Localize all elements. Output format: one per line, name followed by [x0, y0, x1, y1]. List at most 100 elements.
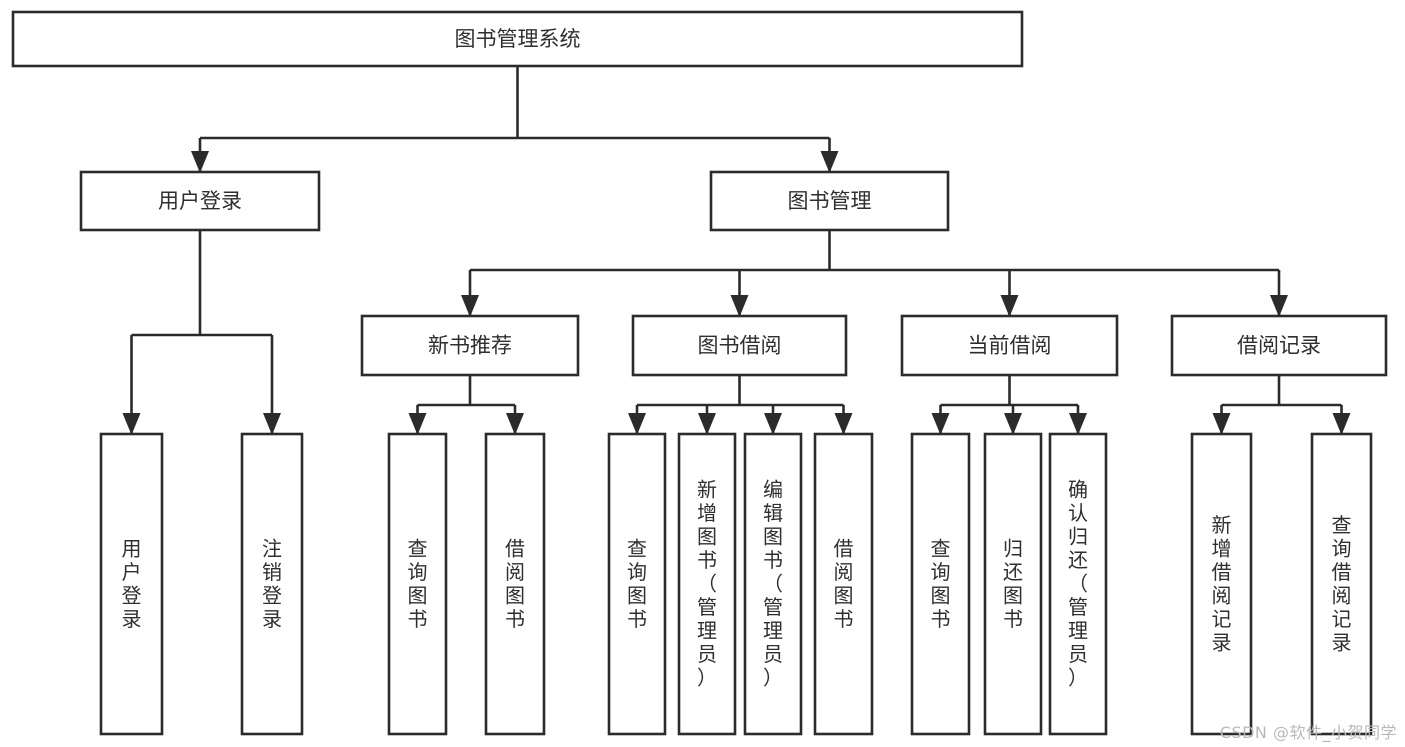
node-label-char: 理 [697, 619, 717, 643]
node-label-char: 询 [1332, 536, 1352, 560]
node-label-char: （ [763, 572, 783, 596]
node-label-char: 记 [1332, 607, 1352, 631]
node-box[interactable] [743, 432, 803, 736]
node-box[interactable] [983, 432, 1043, 736]
node-box[interactable] [677, 432, 737, 736]
node-label-char: 员 [763, 642, 783, 666]
node-leaf-user-login[interactable]: 用户登录 [99, 432, 164, 736]
arrow-head-icon [931, 413, 950, 435]
node-book-borrow[interactable]: 图书借阅 [631, 314, 848, 377]
node-label-char: （ [1068, 572, 1088, 596]
node-box[interactable] [387, 432, 448, 736]
node-label-char: 理 [763, 619, 783, 643]
node-label-char: 新 [697, 478, 717, 502]
node-box[interactable] [1170, 314, 1388, 377]
node-current-borrow[interactable]: 当前借阅 [900, 314, 1119, 377]
node-label-char: 归 [1068, 525, 1088, 549]
node-box[interactable] [240, 432, 304, 736]
arrow-head-icon [461, 295, 479, 317]
arrow-head-icon [1000, 295, 1019, 317]
node-box[interactable] [910, 432, 971, 736]
node-label-char: 查 [408, 536, 428, 560]
node-box[interactable] [813, 432, 874, 736]
node-label-char: 注 [262, 536, 282, 560]
node-label-char: ） [697, 666, 717, 690]
node-label-char: 图 [505, 583, 525, 607]
node-box[interactable] [631, 314, 848, 377]
arrow-head-icon [122, 413, 141, 435]
node-label-char: 查 [1332, 513, 1352, 537]
node-label-char: 新 [1212, 513, 1232, 537]
node-label-char: 户 [122, 560, 142, 584]
arrow-head-icon [1270, 295, 1288, 317]
node-label: 图书管理 [788, 189, 872, 213]
arrow-head-icon [506, 413, 524, 435]
node-label-char: 记 [1212, 607, 1232, 631]
connector-layer [122, 66, 1351, 435]
node-box[interactable] [11, 10, 1024, 68]
node-label-char: 阅 [1332, 583, 1352, 607]
node-label-char: 录 [122, 607, 142, 631]
node-box[interactable] [484, 432, 546, 736]
node-box[interactable] [99, 432, 164, 736]
node-label-char: 录 [262, 607, 282, 631]
node-label-char: 辑 [763, 501, 783, 525]
node-box[interactable] [607, 432, 667, 736]
node-label-char: 图 [627, 583, 647, 607]
node-box[interactable] [79, 170, 321, 232]
node-box[interactable] [360, 314, 580, 377]
node-label-char: 借 [505, 536, 525, 560]
node-label-char: 还 [1003, 560, 1023, 584]
node-label-char: 销 [262, 560, 282, 584]
node-label-char: 图 [697, 525, 717, 549]
node-label-char: 阅 [834, 560, 854, 584]
node-label: 图书管理系统 [455, 27, 581, 51]
node-label-char: 员 [1068, 642, 1088, 666]
arrow-head-icon [408, 413, 427, 435]
arrow-head-icon [1332, 413, 1351, 435]
node-label-char: 还 [1068, 548, 1088, 572]
node-label-char: 确 [1068, 478, 1088, 502]
node-box[interactable] [1190, 432, 1253, 736]
node-box[interactable] [1310, 432, 1373, 736]
arrow-head-icon [1004, 413, 1022, 435]
arrow-head-icon [730, 295, 749, 317]
node-box[interactable] [900, 314, 1119, 377]
node-label-char: 员 [697, 642, 717, 666]
node-label-char: 阅 [1212, 583, 1232, 607]
node-label-char: 编 [763, 478, 783, 502]
node-user-login[interactable]: 用户登录 [79, 170, 321, 232]
node-label-char: 书 [627, 607, 647, 631]
node-label-char: 借 [1332, 560, 1352, 584]
node-label-char: （ [697, 572, 717, 596]
node-label-char: 借 [1212, 560, 1232, 584]
node-layer: 图书管理系统用户登录图书管理新书推荐图书借阅当前借阅借阅记录用户登录注销登录查询… [11, 10, 1388, 736]
node-box[interactable] [709, 170, 950, 232]
node-label-char: 书 [408, 607, 428, 631]
arrow-head-icon [820, 151, 839, 173]
node-label-char: 书 [697, 548, 717, 572]
node-root[interactable]: 图书管理系统 [11, 10, 1024, 68]
node-new-book-rec[interactable]: 新书推荐 [360, 314, 580, 377]
node-book-manage[interactable]: 图书管理 [709, 170, 950, 232]
node-label-char: 书 [763, 548, 783, 572]
node-label-char: 管 [763, 595, 783, 619]
node-label-char: 认 [1068, 501, 1088, 525]
node-borrow-record[interactable]: 借阅记录 [1170, 314, 1388, 377]
arrow-head-icon [764, 413, 782, 435]
node-box[interactable] [1048, 432, 1108, 736]
node-label-char: 用 [122, 536, 142, 560]
